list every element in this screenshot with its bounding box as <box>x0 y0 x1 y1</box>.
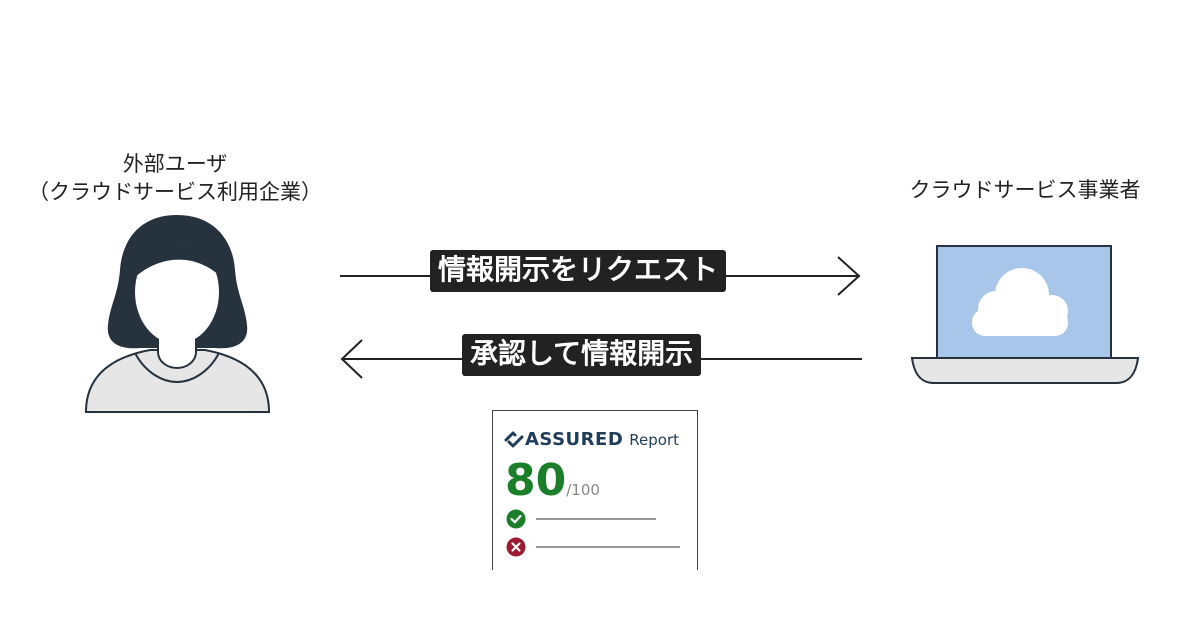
response-label: 承認して情報開示 <box>462 334 702 376</box>
cross-circle-icon <box>506 537 526 557</box>
cloud-provider-title: クラウドサービス事業者 <box>909 178 1141 202</box>
cloud-icon <box>972 268 1068 336</box>
report-score: 80 <box>505 455 567 506</box>
report-score-max: /100 <box>566 481 600 499</box>
report-item-fail <box>506 537 686 561</box>
assured-logo-icon <box>504 431 524 447</box>
external-user-title: 外部ユーザ <box>122 152 228 176</box>
report-header: ASSURED Report <box>503 429 679 450</box>
check-circle-icon <box>506 509 526 529</box>
request-label: 情報開示をリクエスト <box>430 250 727 292</box>
report-brand: ASSURED <box>525 429 624 450</box>
external-user-label: 外部ユーザ （クラウドサービス利用企業） <box>0 150 350 206</box>
report-item-pass <box>506 509 686 533</box>
laptop-cloud-icon <box>910 245 1140 384</box>
report-score-row: 80 /100 <box>505 459 600 503</box>
external-user-subtitle: （クラウドサービス利用企業） <box>28 180 322 204</box>
person-icon <box>84 215 271 413</box>
report-word: Report <box>629 430 679 449</box>
assured-report-card: ASSURED Report 80 /100 <box>492 410 698 570</box>
